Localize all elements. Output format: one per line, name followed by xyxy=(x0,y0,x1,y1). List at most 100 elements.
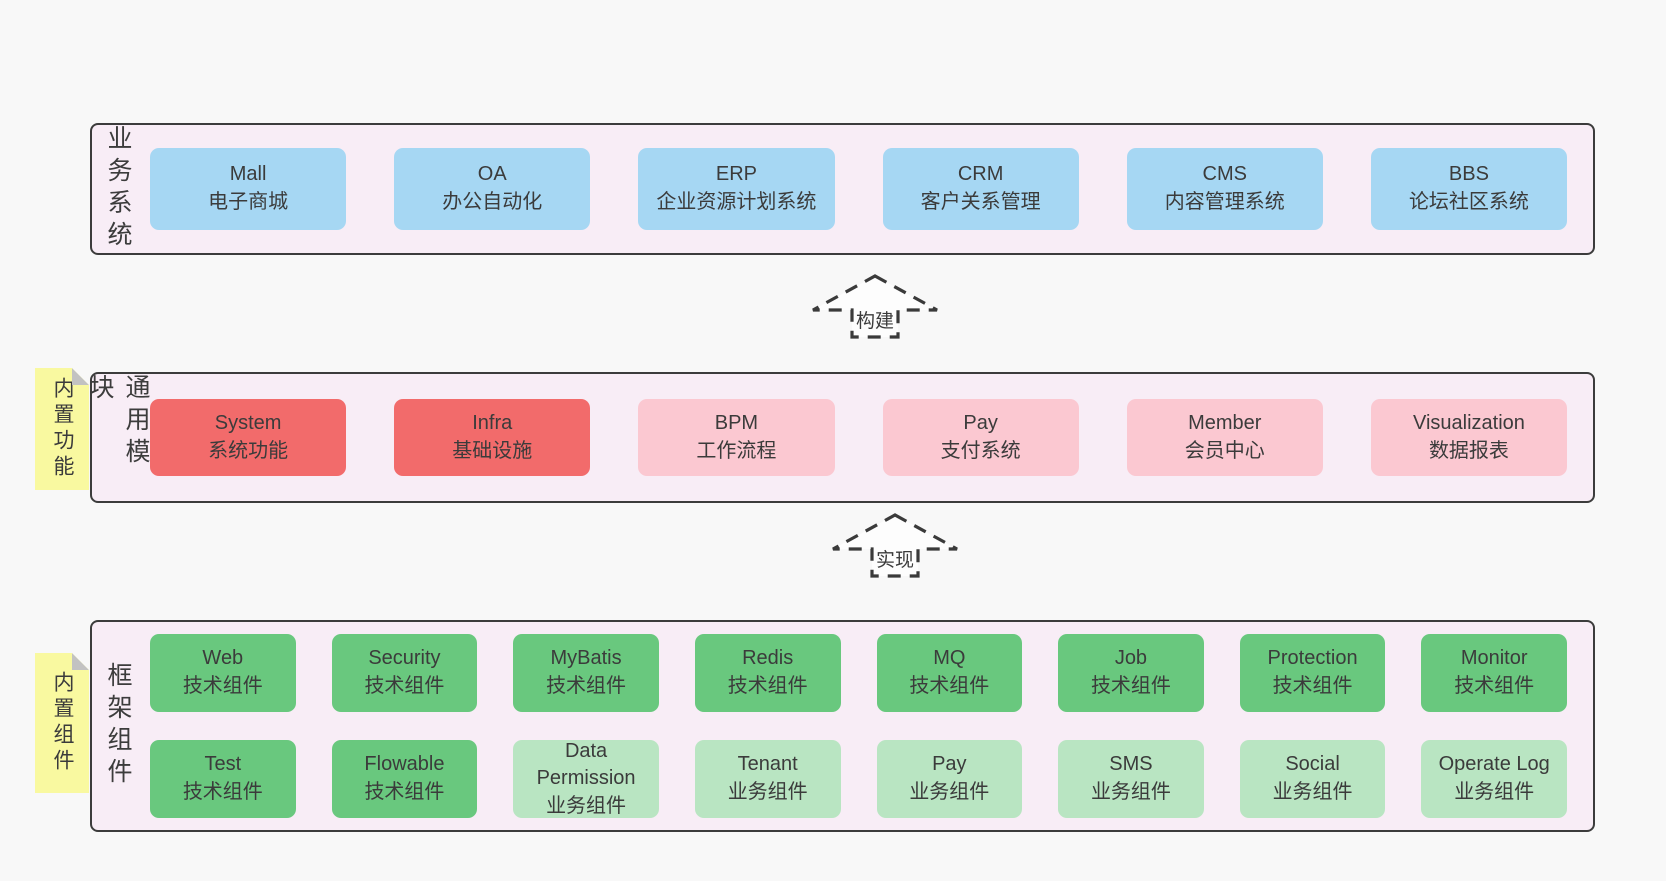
up-arrow-icon: 实现 xyxy=(832,513,958,578)
box-operate-log: Operate Log 业务组件 xyxy=(1421,740,1567,818)
box-subtitle: 业务组件 xyxy=(727,781,808,803)
box-mall: Mall 电子商城 xyxy=(150,148,347,230)
box-flowable: Flowable 技术组件 xyxy=(331,740,478,818)
box-data-permission: Data Permission 业务组件 xyxy=(513,740,659,818)
box-web: Web 技术组件 xyxy=(150,634,296,712)
box-row: Test 技术组件 Flowable 技术组件 Data Permission … xyxy=(150,740,1567,818)
box-title: Social xyxy=(1285,753,1340,776)
box-title: Mall xyxy=(229,163,267,186)
box-subtitle: 技术组件 xyxy=(182,675,263,697)
box-subtitle: 技术组件 xyxy=(1454,675,1535,697)
box-subtitle: 技术组件 xyxy=(1272,675,1353,697)
band-label-common-modules: 通用模块 xyxy=(86,374,150,470)
box-title: OA xyxy=(477,163,507,186)
band-business-content: Mall 电子商城 OA 办公自动化 ERP 企业资源计划系统 CRM 客户关系… xyxy=(144,125,1593,253)
box-subtitle: 技术组件 xyxy=(1090,675,1171,697)
box-bbs: BBS 论坛社区系统 xyxy=(1370,148,1568,230)
band-framework-components: 框架组件 Web 技术组件 Security 技术组件 MyBatis 技术组件… xyxy=(90,620,1595,832)
box-subtitle: 技术组件 xyxy=(546,675,627,697)
build-arrow: 构建 xyxy=(809,274,941,340)
box-subtitle: 业务组件 xyxy=(1454,781,1535,803)
box-sms: SMS 业务组件 xyxy=(1058,740,1204,818)
band-common-modules: 通用模块 System 系统功能 Infra 基础设施 BPM 工作流程 Pay… xyxy=(86,372,1595,503)
box-subtitle: 办公自动化 xyxy=(442,191,543,213)
box-protection: Protection 技术组件 xyxy=(1239,634,1386,712)
box-test: Test 技术组件 xyxy=(150,740,296,818)
sticky-label: 内置功能 xyxy=(51,377,74,481)
box-mq: MQ 技术组件 xyxy=(876,634,1023,712)
box-erp: ERP 企业资源计划系统 xyxy=(638,148,835,230)
box-subtitle: 内容管理系统 xyxy=(1164,191,1285,213)
box-title: Flowable xyxy=(364,753,445,776)
box-subtitle: 业务组件 xyxy=(1272,781,1353,803)
box-title: Security xyxy=(368,647,441,670)
arrow-label: 构建 xyxy=(856,310,894,332)
box-subtitle: 技术组件 xyxy=(727,675,808,697)
box-social: Social 业务组件 xyxy=(1239,740,1386,818)
box-subtitle: 技术组件 xyxy=(909,675,990,697)
band-framework-content: Web 技术组件 Security 技术组件 MyBatis 技术组件 Redi… xyxy=(144,622,1593,830)
box-bpm: BPM 工作流程 xyxy=(638,399,835,476)
box-subtitle: 业务组件 xyxy=(1090,781,1171,803)
band-label-framework-components: 框架组件 xyxy=(104,662,132,790)
box-title: Pay xyxy=(932,753,967,776)
box-subtitle: 客户关系管理 xyxy=(920,191,1041,213)
box-title: BBS xyxy=(1448,163,1489,186)
box-subtitle: 技术组件 xyxy=(364,781,445,803)
box-subtitle: 工作流程 xyxy=(696,439,777,462)
box-title: Web xyxy=(202,647,244,670)
box-job: Job 技术组件 xyxy=(1058,634,1204,712)
box-redis: Redis 技术组件 xyxy=(694,634,841,712)
box-subtitle: 业务组件 xyxy=(909,781,990,803)
box-pay-component: Pay 业务组件 xyxy=(876,740,1023,818)
box-infra: Infra 基础设施 xyxy=(394,399,591,476)
sticky-label: 内置组件 xyxy=(51,671,74,775)
box-row: System 系统功能 Infra 基础设施 BPM 工作流程 Pay 支付系统… xyxy=(150,399,1568,476)
box-title: Member xyxy=(1188,411,1262,434)
box-subtitle: 基础设施 xyxy=(452,439,533,462)
box-row: Web 技术组件 Security 技术组件 MyBatis 技术组件 Redi… xyxy=(150,634,1567,712)
box-subtitle: 论坛社区系统 xyxy=(1408,191,1529,213)
box-title: Job xyxy=(1114,647,1148,670)
folded-corner-icon xyxy=(72,653,89,670)
sticky-built-in-features: 内置功能 xyxy=(35,368,89,490)
box-title: System xyxy=(214,411,282,434)
box-subtitle: 会员中心 xyxy=(1184,439,1265,462)
box-system: System 系统功能 xyxy=(150,399,347,476)
box-crm: CRM 客户关系管理 xyxy=(882,148,1079,230)
band-label-business-systems: 业务系统 xyxy=(104,125,132,253)
sticky-built-in-components: 内置组件 xyxy=(35,653,89,793)
box-monitor: Monitor 技术组件 xyxy=(1421,634,1567,712)
box-security: Security 技术组件 xyxy=(331,634,478,712)
box-title: SMS xyxy=(1109,753,1153,776)
box-title: Data Permission xyxy=(536,739,636,790)
box-subtitle: 系统功能 xyxy=(208,439,289,462)
box-title: Redis xyxy=(742,647,794,670)
box-subtitle: 电子商城 xyxy=(208,191,289,213)
box-title: Protection xyxy=(1267,647,1358,670)
box-pay: Pay 支付系统 xyxy=(882,399,1079,476)
box-subtitle: 技术组件 xyxy=(182,781,263,803)
box-subtitle: 数据报表 xyxy=(1428,439,1509,462)
box-subtitle: 支付系统 xyxy=(940,439,1021,462)
box-subtitle: 技术组件 xyxy=(364,675,445,697)
box-subtitle: 业务组件 xyxy=(546,794,627,817)
box-row: Mall 电子商城 OA 办公自动化 ERP 企业资源计划系统 CRM 客户关系… xyxy=(150,148,1568,230)
box-oa: OA 办公自动化 xyxy=(394,148,591,230)
box-title: Monitor xyxy=(1460,647,1528,670)
arrow-label: 实现 xyxy=(876,549,914,571)
box-title: Test xyxy=(204,753,242,776)
box-title: Operate Log xyxy=(1438,753,1550,776)
implement-arrow: 实现 xyxy=(829,513,961,579)
band-business-systems: 业务系统 Mall 电子商城 OA 办公自动化 ERP 企业资源计划系统 CRM… xyxy=(90,123,1595,255)
box-title: Tenant xyxy=(737,753,798,776)
box-title: CMS xyxy=(1202,163,1247,186)
box-title: Visualization xyxy=(1412,411,1525,434)
box-title: Pay xyxy=(963,411,998,434)
box-subtitle: 企业资源计划系统 xyxy=(656,191,817,213)
box-title: CRM xyxy=(957,163,1004,186)
band-modules-content: System 系统功能 Infra 基础设施 BPM 工作流程 Pay 支付系统… xyxy=(144,374,1593,501)
box-title: MQ xyxy=(933,647,966,670)
box-title: BPM xyxy=(714,411,759,434)
